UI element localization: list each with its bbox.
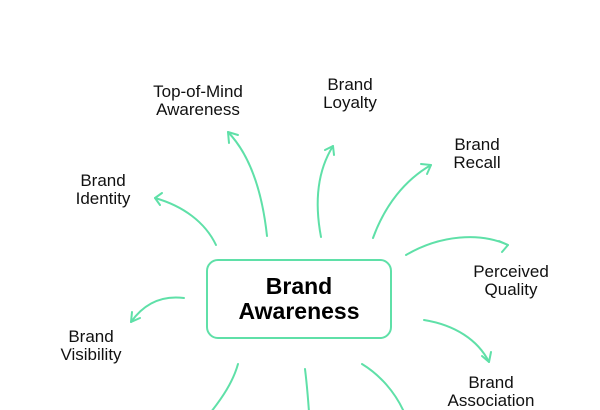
center-line2: Awareness: [238, 298, 360, 324]
node-line2: Loyalty: [323, 93, 377, 112]
node-line2: Identity: [75, 189, 131, 208]
node-line1: Brand: [327, 75, 373, 94]
arrow-visibility: [130, 296, 185, 323]
node-line2: Visibility: [60, 345, 122, 364]
node-line2: Association: [447, 391, 535, 410]
center-line1: Brand: [265, 273, 333, 299]
node-line2: Recall: [453, 153, 501, 172]
node-brand-recall: Brand Recall: [432, 136, 522, 172]
arrow-bottom-right: [361, 363, 405, 410]
arrow-identity: [154, 197, 217, 246]
node-brand-identity: Brand Identity: [58, 172, 148, 208]
node-top-of-mind-awareness: Top-of-Mind Awareness: [138, 83, 258, 119]
node-line1: Brand: [468, 373, 514, 392]
node-line1: Brand: [68, 327, 114, 346]
node-line1: Top-of-Mind: [153, 82, 243, 101]
arrow-association: [423, 319, 490, 363]
arrow-bottom-left: [211, 363, 239, 410]
arrow-top-of-mind: [227, 131, 268, 237]
arrow-perceived-quality: [405, 236, 509, 256]
node-line1: Brand: [454, 135, 500, 154]
node-brand-visibility: Brand Visibility: [46, 328, 136, 364]
node-line1: Perceived: [473, 262, 549, 281]
node-line1: Brand: [80, 171, 126, 190]
arrow-bottom-middle: [304, 368, 310, 410]
node-brand-loyalty: Brand Loyalty: [305, 76, 395, 112]
node-line2: Awareness: [156, 100, 240, 119]
node-perceived-quality: Perceived Quality: [461, 263, 561, 299]
center-node-brand-awareness: Brand Awareness: [206, 259, 392, 339]
node-line2: Quality: [484, 280, 538, 299]
arrow-loyalty: [316, 145, 334, 238]
arrow-recall: [372, 164, 432, 239]
node-brand-association: Brand Association: [436, 374, 546, 410]
